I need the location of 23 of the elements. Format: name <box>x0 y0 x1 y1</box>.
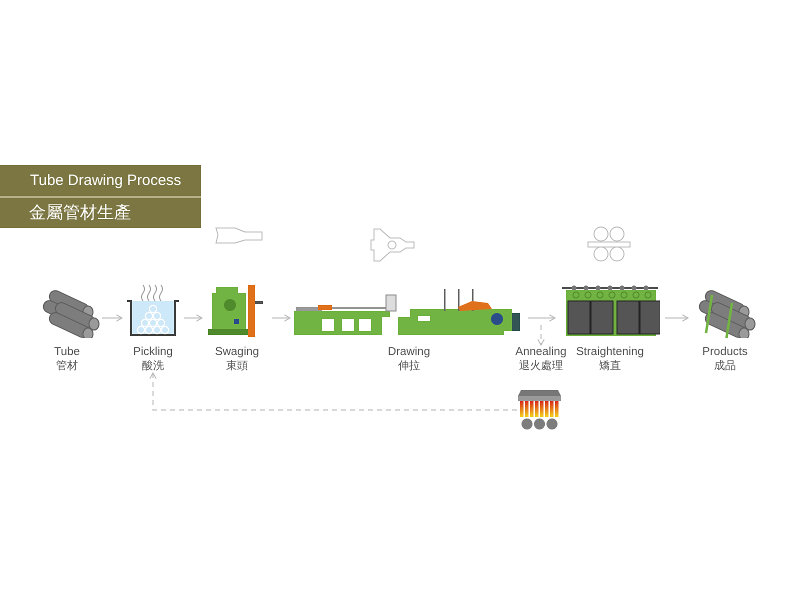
step-label-chinese: 束頭 <box>226 359 248 373</box>
step-label-chinese: 矯直 <box>599 359 621 373</box>
step-label: Tube <box>54 345 80 359</box>
step-label: Swaging <box>214 345 260 359</box>
arrow <box>149 372 517 411</box>
step-label: Annealing <box>515 345 567 359</box>
diagram-title: Tube Drawing Process <box>0 165 201 198</box>
step-label-chinese: 成品 <box>714 359 736 373</box>
step-label: Pickling <box>133 345 173 359</box>
arrow <box>537 325 545 346</box>
arrow <box>184 314 203 322</box>
step-label-chinese: 酸洗 <box>142 359 164 373</box>
step-label-chinese: 伸拉 <box>398 359 420 373</box>
arrow <box>665 314 689 322</box>
step-label: Products <box>702 345 748 359</box>
step-label-chinese: 退火處理 <box>519 359 563 373</box>
step-label: Straightening <box>576 345 644 359</box>
chinese-title: 金屬管材生產 <box>28 202 132 224</box>
step-label: Drawing <box>388 345 430 359</box>
step-label-chinese: 管材 <box>56 359 78 373</box>
arrow <box>272 314 291 322</box>
arrow <box>528 314 556 322</box>
arrow <box>102 314 123 322</box>
